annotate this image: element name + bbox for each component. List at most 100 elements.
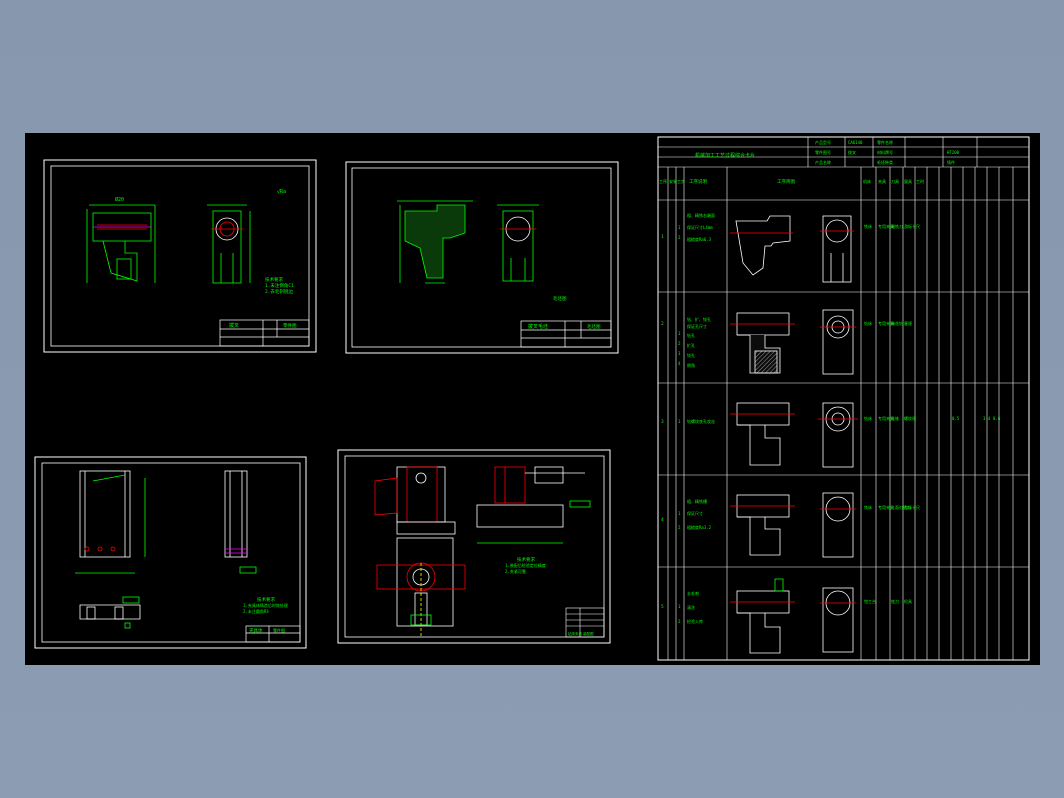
sheet-3-title-block	[245, 625, 301, 643]
row-1-sketch	[730, 215, 854, 283]
row-3-seq: 3	[661, 419, 664, 425]
row-2-desc-2: 保证孔尺寸	[687, 323, 707, 329]
row-3-tool: 丝锥	[891, 415, 899, 421]
header-cell-4: 零件名称	[877, 139, 893, 145]
row-4-desc-1: 粗、精铣槽	[687, 498, 707, 504]
sheet-1-end-view	[207, 204, 251, 284]
row-5-step-1: 1	[678, 604, 681, 609]
row-2-step-2: 2	[678, 341, 681, 346]
header-cell-3: 产品名称	[815, 159, 831, 165]
col-head-machine: 机床	[863, 178, 871, 184]
col-head-step: 工步	[677, 178, 685, 184]
row-2-sketch	[730, 309, 856, 375]
row-1-desc-1: 粗、精铣右端面	[687, 212, 715, 218]
row-1-machine: 铣床	[864, 223, 872, 229]
row-5-desc-1: 去毛刺	[687, 590, 699, 596]
row-4-step-2: 2	[678, 525, 681, 530]
row-2-desc-1: 钻、扩、铰孔	[687, 316, 711, 322]
col-head-fixture: 夹具	[878, 178, 886, 184]
row-2-gauge: 塞规	[904, 320, 912, 326]
row-2-step-4: 4	[678, 361, 681, 366]
col-head-install: 安装	[669, 178, 677, 184]
header-value-4: 铸件	[947, 159, 955, 165]
process-row-5[interactable]: 5 1 2 去毛刺 清洗 检验入库 钳工台	[661, 578, 912, 654]
sheet-2-blank-drawing[interactable]: 毛坯图 拨叉毛坯 毛坯图	[345, 161, 619, 354]
row-5-seq: 5	[661, 604, 664, 610]
header-cell-6: 毛坯种类	[877, 159, 893, 165]
sheet-3-side-view	[224, 470, 257, 574]
process-card-column-grid	[658, 167, 1029, 660]
process-row-3[interactable]: 3 1 钻螺纹底孔攻丝 钻床 专用夹具 丝锥 螺纹规	[661, 402, 1001, 468]
row-4-desc-2: 保证尺寸	[687, 510, 703, 516]
drawing-canvas[interactable]: Ø20 技术要求 1.未注倒角C1 2.去毛刺锐边 √Ra	[25, 133, 1040, 665]
row-2-desc-5: 铰孔	[687, 352, 695, 358]
col-head-sketch: 工序简图	[777, 178, 795, 185]
row-1-tool: 端铣刀	[891, 223, 903, 229]
sheet-1-note-2: 1.未注倒角C1	[265, 282, 294, 289]
row-5-sketch	[730, 578, 856, 654]
row-5-desc-2: 清洗	[687, 604, 695, 610]
sheet-4-assembly[interactable]: 技术要求 1.装配后检验定位精度 2.夹紧可靠 钻床夹具 装配图	[337, 449, 611, 644]
sheet-3-note-1: 技术要求	[257, 596, 275, 603]
header-value-1: CA6140	[848, 140, 863, 145]
row-3-gauge: 螺纹规	[904, 415, 916, 421]
row-5-desc-3: 检验入库	[687, 618, 703, 624]
sheet-3-title: 夹具体	[249, 627, 263, 634]
sheet-3-subtitle: 零件图	[273, 627, 285, 633]
sheet-1-part-drawing[interactable]: Ø20 技术要求 1.未注倒角C1 2.去毛刺锐边 √Ra	[43, 159, 317, 353]
row-3-sketch	[730, 402, 858, 468]
row-4-desc-3: 粗糙度Ra3.2	[687, 524, 712, 530]
row-1-desc-3: 粗糙度Ra6.3	[687, 236, 712, 242]
process-row-4[interactable]: 4 1 2 粗、精铣槽 保证尺寸 粗糙度Ra3.2 铣床 专	[661, 492, 920, 558]
sheet-2-end-view	[497, 204, 539, 282]
row-4-gauge: 游标卡尺	[904, 504, 920, 510]
row-1-gauge: 游标卡尺	[904, 223, 920, 229]
row-2-machine: 钻床	[864, 320, 872, 326]
row-2-step-3: 3	[678, 351, 681, 356]
sheet-3-note-3: 2.未注圆角R3	[243, 608, 269, 614]
sheet-1-section-view: Ø20	[86, 196, 156, 283]
sheet-4-note-1: 技术要求	[517, 556, 535, 563]
row-4-tool: 三面刃铣刀	[891, 504, 911, 510]
sheet-4-note-3: 2.夹紧可靠	[505, 568, 526, 574]
row-2-seq: 2	[661, 321, 664, 327]
row-2-desc-3: 钻孔	[687, 332, 695, 338]
sheet-3-fixture-body[interactable]: 技术要求 1.夹具体铸造后时效处理 2.未注圆角R3 夹具体 零件图	[34, 456, 307, 649]
sheet-3-bottom-view	[79, 596, 141, 629]
sheet-1-note-1: 技术要求	[265, 276, 283, 283]
process-row-1[interactable]: 1 1 2 粗、精铣右端面 保证尺寸L4mm 粗糙度Ra6.3	[661, 212, 920, 283]
row-4-seq: 4	[661, 517, 664, 523]
process-row-2[interactable]: 2 1 2 3 4 钻、扩、铰孔 保证孔尺寸 钻孔 扩孔 铰孔 倒角	[661, 309, 912, 375]
row-4-fixture: 专用夹具	[878, 504, 894, 510]
row-2-step-1: 1	[678, 331, 681, 336]
sheet-2-section-view	[397, 200, 473, 284]
row-3-machine: 钻床	[864, 415, 872, 421]
sheet-2-note-1: 毛坯图	[553, 295, 567, 302]
row-3-fixture: 专用夹具	[878, 415, 894, 421]
row-2-desc-4: 扩孔	[687, 342, 695, 348]
sheet-4-note-2: 1.装配后检验定位精度	[505, 562, 546, 568]
row-1-desc-2: 保证尺寸L4mm	[687, 224, 713, 230]
sheet-2-title: 拨叉毛坯	[528, 323, 548, 330]
col-head-desc: 工序说明	[689, 178, 707, 185]
sheet-2-subtitle: 毛坯图	[587, 323, 601, 330]
row-5-step-2: 2	[678, 619, 681, 624]
row-5-gauge: 检具	[904, 598, 912, 604]
sheet-1-subtitle: 零件图	[283, 322, 297, 329]
row-4-step-1: 1	[678, 511, 681, 516]
svg-text:Ø20: Ø20	[115, 196, 124, 203]
row-5-machine: 钳工台	[864, 598, 876, 604]
row-1-fixture: 专用夹具	[878, 223, 894, 229]
sheet-3-note-2: 1.夹具体铸造后时效处理	[243, 602, 288, 608]
row-1-step-2: 2	[678, 235, 681, 240]
col-head-gauge: 量具	[904, 178, 912, 184]
sheet-1-note-3: 2.去毛刺锐边	[265, 288, 293, 295]
row-2-tool: 麻花钻	[891, 320, 903, 326]
row-3-desc-1: 钻螺纹底孔攻丝	[687, 418, 715, 424]
col-head-tool: 刀具	[891, 178, 899, 184]
row-3-extra-1: 0.5	[952, 416, 960, 421]
sheet-4-subtitle: 装配图	[583, 631, 594, 636]
row-3-extra-2: 3.4	[983, 416, 991, 421]
process-card[interactable]: 机械加工工艺过程综合卡片 产品型号 零件图号 产品名称 零件名称 材料牌号 毛坯…	[657, 136, 1030, 661]
